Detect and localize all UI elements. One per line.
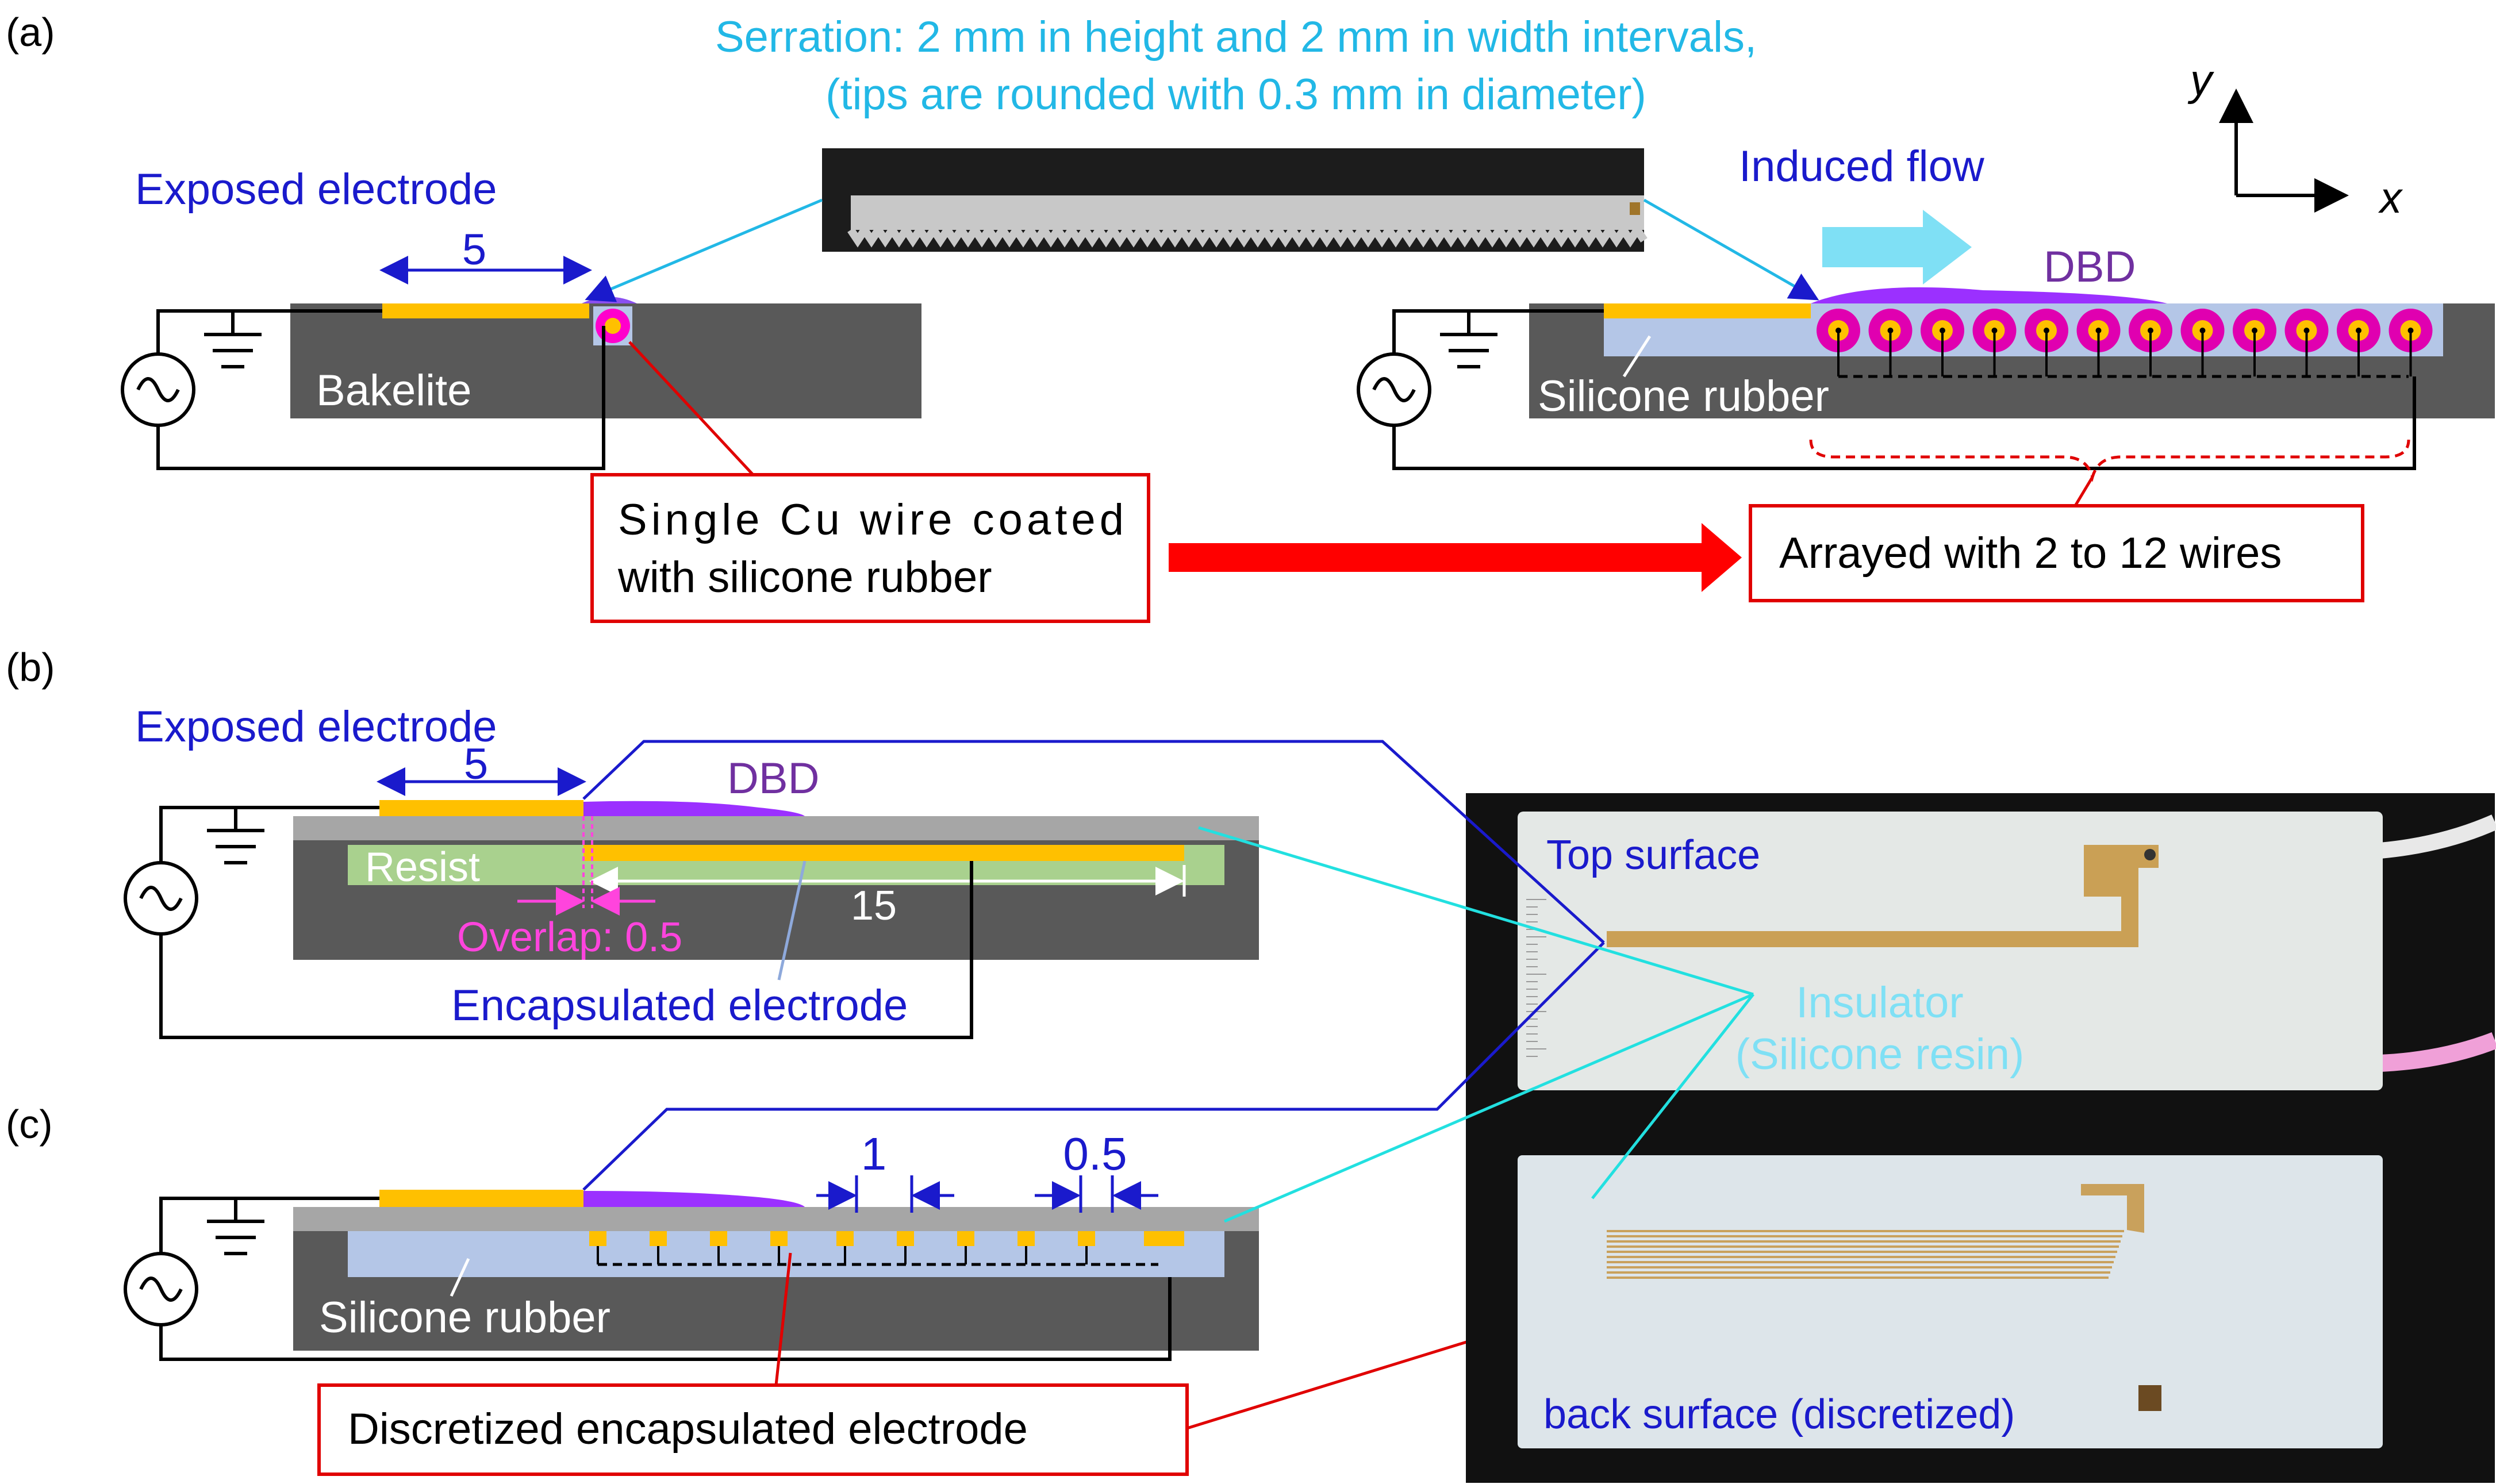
exposed-electrode-label-a: Exposed electrode (135, 165, 497, 214)
single-wire-callout (590, 473, 1150, 623)
electrode-segment (710, 1231, 727, 1246)
dim-5-a: 5 (462, 225, 486, 274)
electrode-segment (1144, 1231, 1184, 1246)
discretized-callout (317, 1383, 1189, 1476)
arrayed-callout (1749, 504, 2364, 602)
discretized-label: Discretized encapsulated electrode (348, 1405, 1028, 1454)
electrode-segment (897, 1231, 914, 1246)
exposed-electrode-a (382, 303, 589, 318)
exposed-electrode-a-array (1604, 303, 1811, 318)
single-wire-line2: with silicone rubber (617, 553, 992, 602)
dim-5-b: 5 (464, 740, 488, 789)
serration-photo (822, 148, 1648, 252)
axis-y-label: y (2187, 56, 2214, 105)
cable-white (2379, 814, 2496, 859)
insulator-layer-c (293, 1207, 1259, 1231)
panel-a-label: (a) (6, 10, 55, 55)
induced-flow-arrow (1822, 210, 1972, 285)
array-brace (1809, 439, 2410, 483)
dbd-label-b: DBD (727, 754, 819, 803)
panel-a: (a) Serration: 2 mm in height and 2 mm i… (6, 10, 2495, 623)
single-wire-setup: Exposed electrode 5 Bakelite Single (121, 165, 1150, 623)
dbd-plasma-a (1811, 287, 2167, 303)
dbd-label-a: DBD (2044, 243, 2136, 291)
panel-b-label: (b) (6, 645, 55, 690)
panel-c: (c) 1 0.5 Silicone rubber Discretized en… (6, 1102, 1616, 1476)
resist-label: Resist (365, 844, 480, 890)
silicone-rubber-label-c: Silicone rubber (319, 1293, 610, 1342)
wire-array (1817, 309, 2433, 376)
array-arrow (1169, 523, 1742, 592)
induced-flow-label: Induced flow (1739, 142, 1985, 191)
dim-1: 1 (861, 1128, 887, 1179)
discretized-stripes (1607, 1230, 2124, 1279)
electrode-segment (589, 1231, 606, 1246)
dim-0-5: 0.5 (1063, 1128, 1127, 1179)
panel-c-label: (c) (6, 1102, 53, 1147)
electrode-segment (770, 1231, 788, 1246)
axis-x-label: x (2378, 174, 2403, 222)
encapsulated-electrode-label: Encapsulated electrode (451, 981, 908, 1030)
back-surface-label: back surface (discretized) (1543, 1391, 2015, 1437)
dbd-plasma-c (583, 1191, 805, 1207)
insulator-label-line2: (Silicone resin) (1735, 1030, 2025, 1079)
top-electrode-strip (1607, 931, 2124, 947)
exposed-electrode-b (379, 800, 583, 816)
insulator-layer-b (293, 816, 1259, 840)
arrayed-wire-setup: Induced flow DBD Silicone rubber Ar (1357, 142, 2495, 602)
bakelite-label: Bakelite (316, 366, 471, 415)
serration-note-line2: (tips are rounded with 0.3 mm in diamete… (825, 70, 1646, 119)
exposed-electrode-label-b: Exposed electrode (135, 702, 497, 751)
arrayed-label: Arrayed with 2 to 12 wires (1779, 529, 2282, 578)
single-wire-line1: Single Cu wire coated (618, 495, 1124, 544)
coordinate-axes: y x (2187, 56, 2403, 222)
actuator-photo: Top surface back surface (discretized) I… (1466, 793, 2496, 1483)
back-surface-board (1518, 1155, 2383, 1448)
dbd-plasma-b (583, 801, 805, 816)
cable-pink (2379, 1032, 2496, 1072)
electrode-segment (836, 1231, 854, 1246)
connector-lines (582, 740, 1754, 1223)
overlap-label: Overlap: 0.5 (457, 914, 682, 960)
serration-note-line1: Serration: 2 mm in height and 2 mm in wi… (715, 13, 1757, 61)
top-surface-label: Top surface (1546, 832, 1760, 878)
electrode-segment (1078, 1231, 1095, 1246)
silicone-rubber-label-a: Silicone rubber (1538, 372, 1829, 421)
electrode-segment (1017, 1231, 1035, 1246)
dim-15: 15 (851, 883, 897, 929)
panel-b: (b) Exposed electrode 5 DBD Resist 15 Ov… (6, 645, 1259, 1039)
discretized-segments (589, 1231, 1184, 1264)
exposed-electrode-c (379, 1190, 583, 1207)
encapsulated-electrode (583, 845, 1184, 861)
ruler-ticks (1526, 899, 1546, 1057)
electrode-segment (957, 1231, 974, 1246)
electrode-segment (650, 1231, 667, 1246)
insulator-label-line1: Insulator (1796, 978, 1964, 1027)
